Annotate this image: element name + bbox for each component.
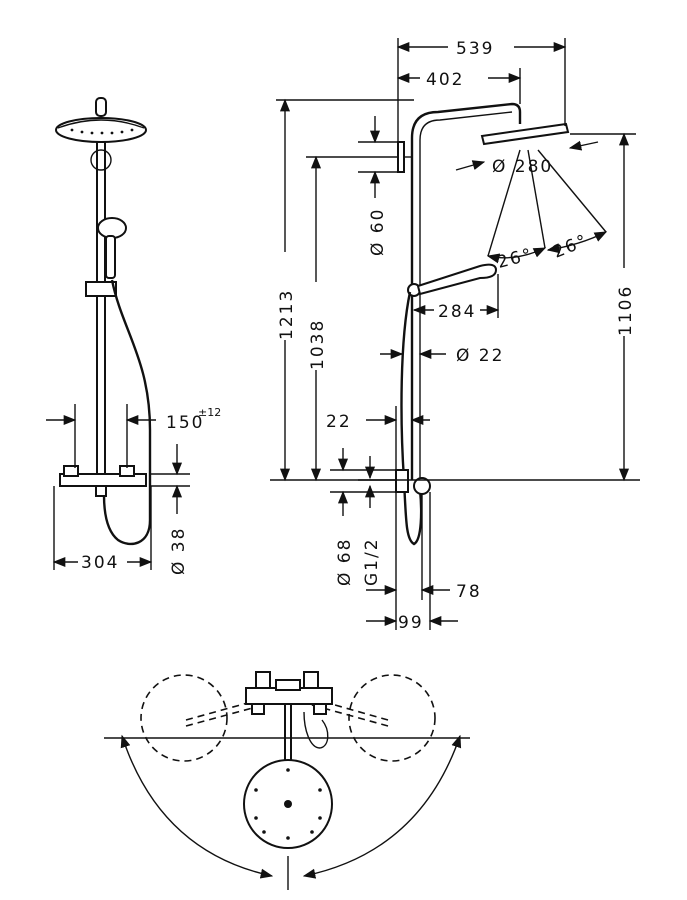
nozzle-dots — [70, 128, 134, 135]
total-height-label: 1213 — [277, 289, 297, 340]
pitch-label: 150 — [166, 413, 204, 433]
wall-gap-label: 22 — [326, 412, 352, 432]
wall-bracket-front — [90, 149, 112, 171]
swing-right-position — [348, 674, 436, 762]
swing-left-position — [140, 674, 228, 762]
rod-diameter-label: Ø 60 — [368, 208, 388, 256]
arm-reach-label: 539 — [456, 39, 494, 59]
arm-height-label: 1038 — [308, 319, 328, 370]
tilt-right-label: 26° — [550, 231, 591, 263]
head-diameter-label: Ø 280 — [492, 157, 553, 177]
wall-bracket-side — [397, 141, 405, 173]
swing-arc-left — [120, 734, 274, 879]
pitch-tolerance-label: ±12 — [198, 406, 221, 419]
hand-shower-side — [416, 263, 498, 296]
head-height-label: 1106 — [616, 285, 636, 336]
pipe-diameter-label: Ø 38 — [169, 527, 189, 575]
front-view: 150 ±12 Ø 38 304 — [46, 97, 221, 575]
hose-front — [102, 279, 152, 545]
depth-78-label: 78 — [456, 582, 482, 602]
tilt-left-label: 26° — [495, 245, 535, 273]
top-view — [104, 671, 470, 890]
thermostat-side — [395, 469, 409, 493]
overhead-shower-side — [480, 122, 570, 146]
depth-99-label: 99 — [398, 613, 424, 633]
swing-arc-right — [302, 734, 462, 879]
valve-diameter-label: Ø 68 — [335, 538, 355, 586]
shower-arm-side — [410, 102, 522, 480]
hand-shower-top — [303, 711, 329, 749]
side-view: 539 402 Ø 280 26° 26° Ø 60 1213 — [270, 38, 640, 633]
hand-shower-reach-label: 284 — [438, 302, 476, 322]
arm-offset-label: 402 — [426, 70, 464, 90]
width-label: 304 — [81, 553, 119, 573]
shower-rail-front — [96, 141, 106, 478]
slider-front — [85, 281, 117, 297]
rail-top-cap — [95, 97, 107, 117]
thread-label: G1/2 — [362, 537, 382, 586]
hose-diameter-label: Ø 22 — [456, 346, 504, 366]
